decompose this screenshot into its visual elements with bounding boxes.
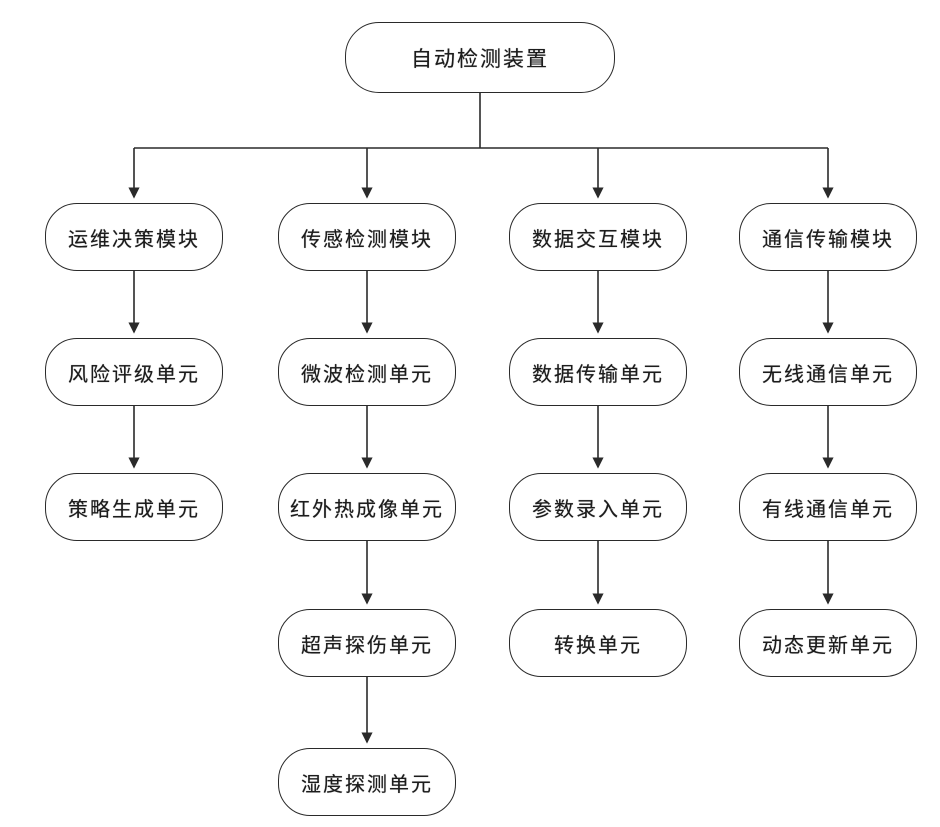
node-humidity-detection-unit: 湿度探测单元	[278, 748, 456, 816]
node-dynamic-update-unit: 动态更新单元	[739, 609, 917, 677]
node-conversion-unit: 转换单元	[509, 609, 687, 677]
node-microwave-detection-unit: 微波检测单元	[278, 338, 456, 406]
node-auto-detection-device: 自动检测装置	[345, 22, 615, 93]
node-risk-rating-unit: 风险评级单元	[45, 338, 223, 406]
node-parameter-entry-unit: 参数录入单元	[509, 473, 687, 541]
node-infrared-thermal-imaging-unit: 红外热成像单元	[278, 473, 456, 541]
node-sensing-detection-module: 传感检测模块	[278, 203, 456, 271]
node-ultrasonic-flaw-detection-unit: 超声探伤单元	[278, 609, 456, 677]
node-data-transmission-unit: 数据传输单元	[509, 338, 687, 406]
node-ops-decision-module: 运维决策模块	[45, 203, 223, 271]
node-comm-transmission-module: 通信传输模块	[739, 203, 917, 271]
node-strategy-generation-unit: 策略生成单元	[45, 473, 223, 541]
node-data-interaction-module: 数据交互模块	[509, 203, 687, 271]
node-wired-comm-unit: 有线通信单元	[739, 473, 917, 541]
node-wireless-comm-unit: 无线通信单元	[739, 338, 917, 406]
